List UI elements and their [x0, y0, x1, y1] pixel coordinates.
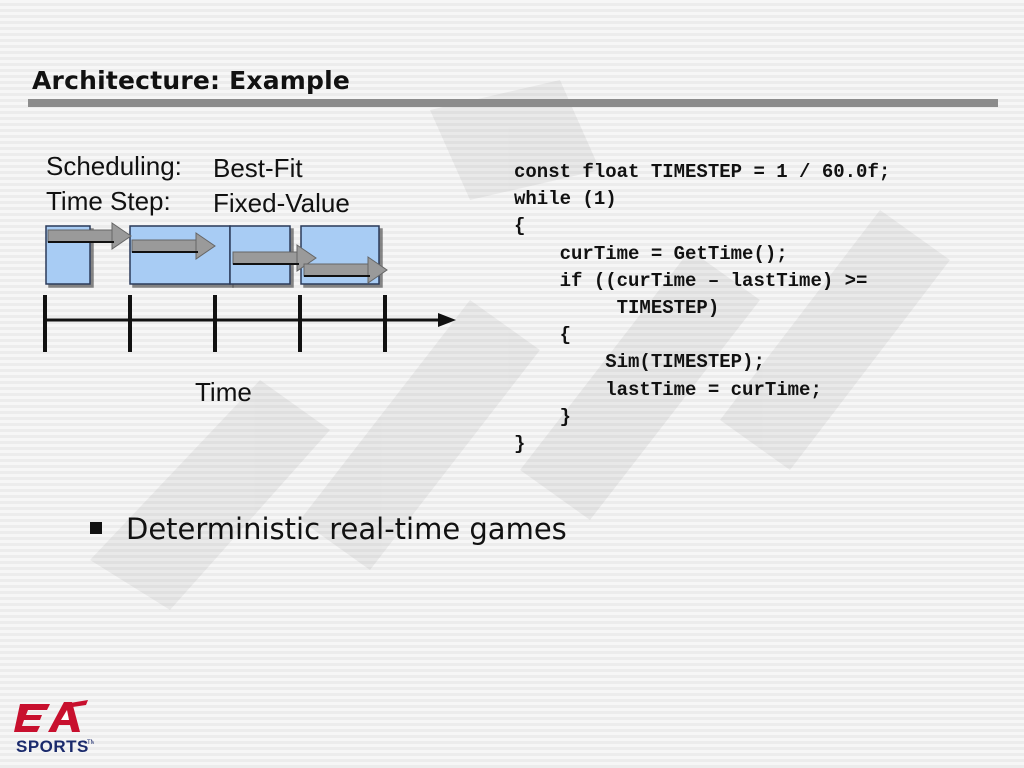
title-rule [28, 99, 998, 107]
slide-title: Architecture: Example [32, 66, 351, 95]
step-arrows [47, 222, 388, 284]
ea-sports-logo: SPORTS TM [14, 700, 94, 756]
scheduling-label: Scheduling: [46, 151, 182, 181]
time-step-label: Time Step: [46, 186, 171, 216]
code-line: curTime = GetTime(); [514, 242, 788, 265]
code-line: const float TIMESTEP = 1 / 60.0f; [514, 161, 891, 183]
svg-text:TM: TM [87, 740, 94, 746]
time-axis [43, 295, 456, 352]
code-block: const float TIMESTEP = 1 / 60.0f; while (… [514, 159, 890, 458]
code-line: if ((curTime – lastTime) >= [514, 269, 868, 292]
sports-wordmark: SPORTS [16, 737, 89, 756]
ea-mark [14, 700, 88, 732]
step-arrow [131, 232, 216, 260]
code-line: { [514, 215, 526, 238]
frame-block [129, 225, 231, 285]
code-line: TIMESTEP) [514, 297, 720, 320]
scheduling-value: Best-Fit [213, 153, 303, 183]
code-line: { [514, 324, 572, 347]
time-step-value: Fixed-Value [213, 188, 350, 218]
step-arrow [232, 244, 317, 272]
code-line: while (1) [514, 188, 617, 211]
step-arrow [47, 222, 132, 250]
square-bullet-icon [90, 522, 102, 534]
step-arrow [303, 256, 388, 284]
code-line: } [514, 405, 572, 428]
code-line: lastTime = curTime; [514, 378, 822, 401]
bullet-text: Deterministic real-time games [126, 512, 567, 546]
code-line: Sim(TIMESTEP); [514, 351, 765, 374]
code-line: } [514, 433, 526, 456]
time-axis-label: Time [195, 377, 252, 407]
